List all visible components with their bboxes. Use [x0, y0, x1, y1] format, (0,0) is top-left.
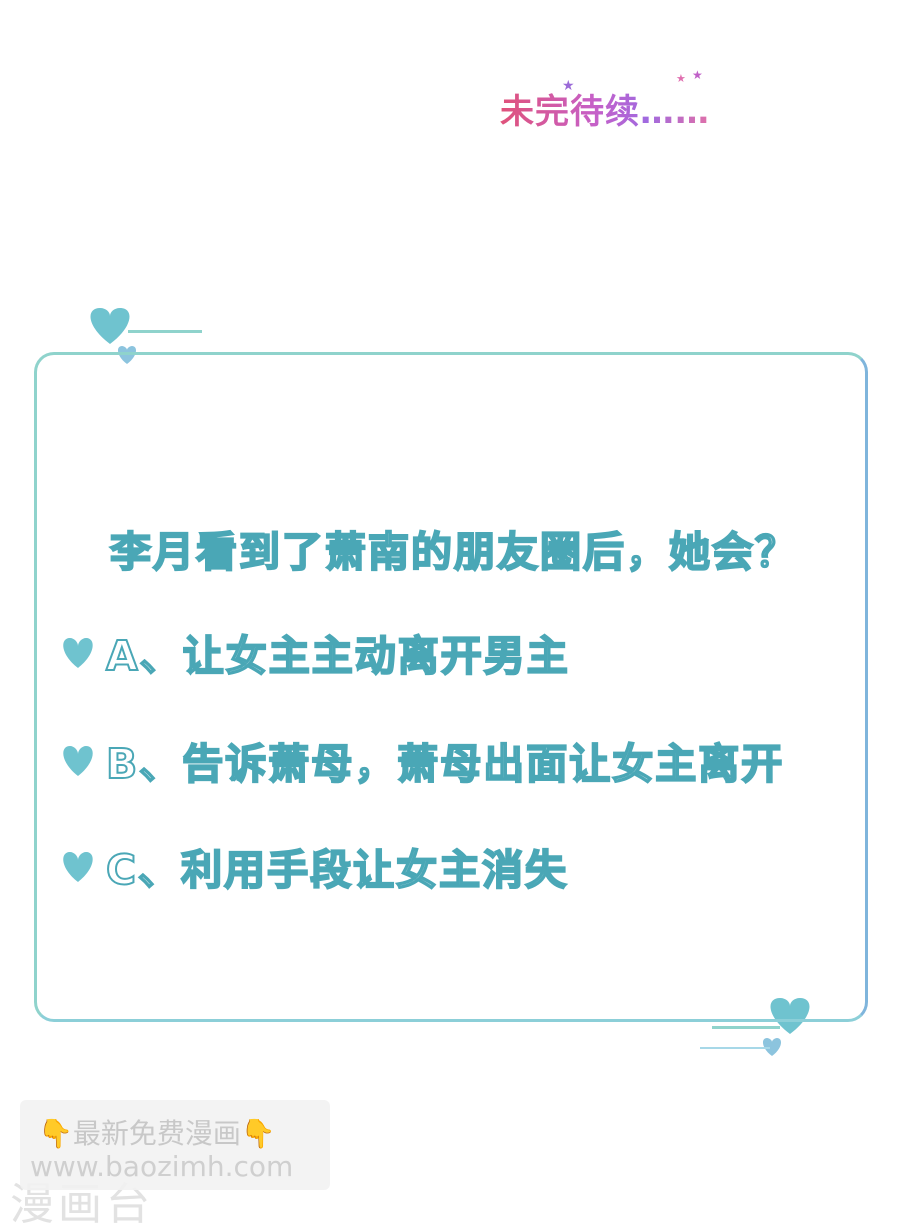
option-label: A、让女主主动离开男主: [105, 631, 570, 681]
star-icon: ★: [562, 78, 575, 94]
heart-icon: [63, 638, 93, 668]
divider-line: [712, 1026, 780, 1029]
option-label: B、告诉萧母，萧母出面让女主离开: [105, 739, 785, 789]
divider-line: [128, 330, 202, 333]
quiz-option-c[interactable]: C、利用手段让女主消失: [58, 836, 568, 896]
watermark-url: www.baozimh.com: [30, 1150, 294, 1183]
quiz-frame: [34, 352, 868, 1022]
heart-icon: [63, 746, 93, 776]
quiz-option-a[interactable]: A、让女主主动离开男主: [58, 622, 570, 682]
quiz-option-b[interactable]: B、告诉萧母，萧母出面让女主离开: [58, 730, 784, 790]
divider-line: [700, 1047, 770, 1049]
to-be-continued-text: 未完待续……: [500, 84, 710, 133]
heart-icon: [762, 1038, 782, 1056]
heart-icon: [117, 346, 137, 364]
quiz-question: 李月看到了萧南的朋友圈后，她会？: [109, 527, 798, 577]
option-label: C、利用手段让女主消失: [105, 845, 569, 895]
heart-icon: [90, 308, 130, 344]
star-icon: ★: [676, 72, 686, 85]
heart-icon: [770, 998, 810, 1034]
watermark-box: [20, 1100, 330, 1190]
star-icon: ★: [692, 68, 703, 82]
heart-icon: [63, 852, 93, 882]
watermark-line1: 👇最新免费漫画👇: [38, 1117, 276, 1150]
